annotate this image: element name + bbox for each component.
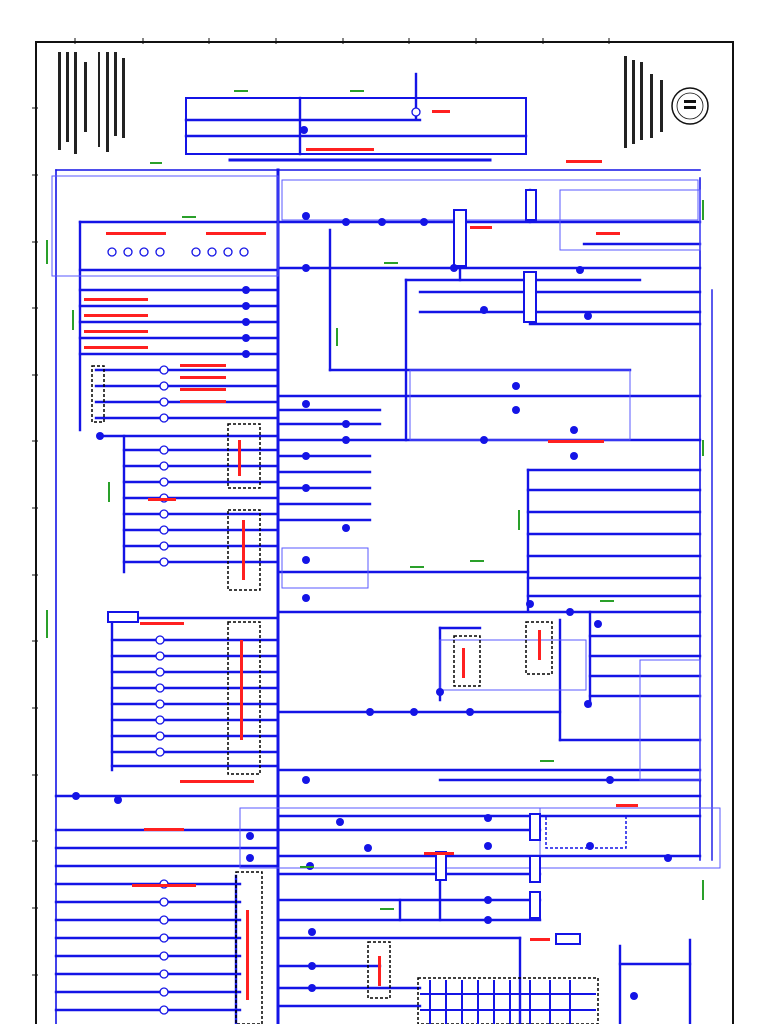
title-block [624,56,663,148]
light-wires [51,175,721,869]
wire-bundle [54,72,713,1024]
bottom-connector-grid [420,980,596,1024]
terminal-circles [107,107,421,1015]
top-border-ticks [74,38,610,44]
connector-pins [107,189,581,945]
left-border-ticks [32,107,38,976]
component-label-bars [84,110,638,1000]
notes-block [58,52,125,154]
sheet-border [35,41,734,1024]
seal-icon [671,87,709,125]
wire-code-marks [46,90,704,910]
connector-blocks [91,365,627,1024]
